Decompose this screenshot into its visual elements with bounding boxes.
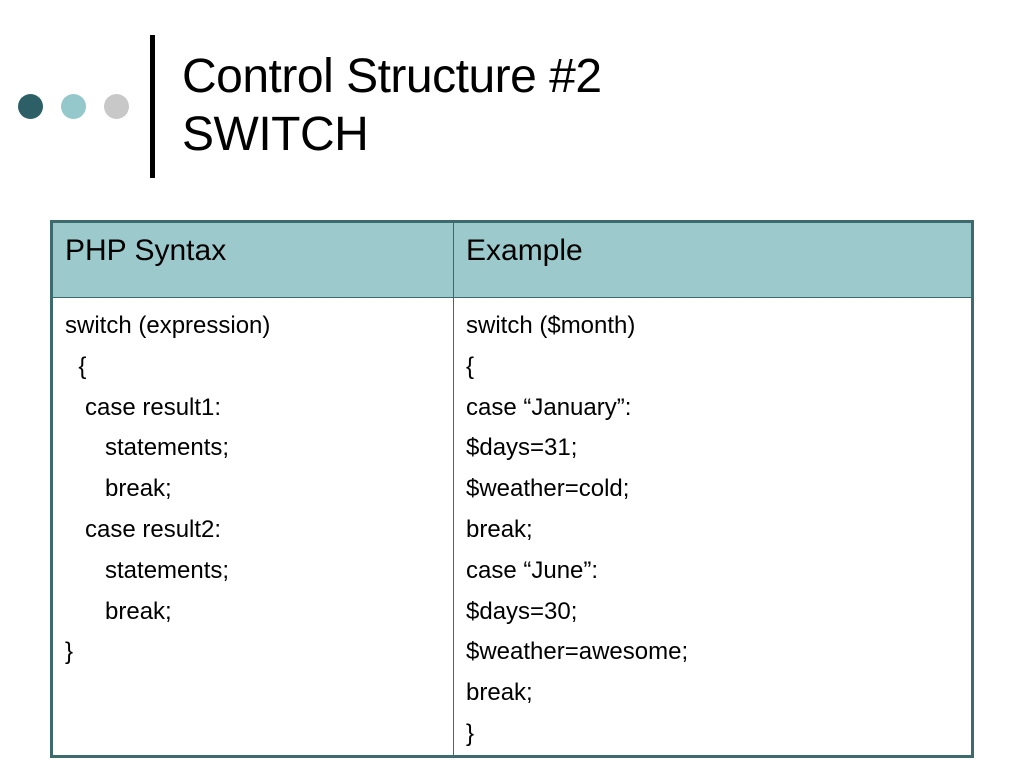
dark-teal-dot-icon — [18, 94, 43, 119]
syntax-line: { — [65, 352, 87, 380]
syntax-line: break; — [65, 597, 172, 625]
example-line: $days=31; — [466, 434, 578, 462]
table-row: switch (expression) { case result1: stat… — [51, 297, 973, 757]
syntax-cell: switch (expression) { case result1: stat… — [51, 297, 454, 757]
example-line: switch ($month) — [466, 312, 636, 339]
decorative-dots — [0, 0, 150, 200]
example-line: $weather=cold; — [466, 475, 630, 503]
syntax-line: break; — [65, 475, 172, 503]
example-line: { — [466, 352, 475, 380]
syntax-line: } — [65, 638, 74, 666]
example-line: $weather=awesome; — [466, 638, 689, 666]
syntax-line: case result1: — [65, 393, 222, 421]
syntax-line: case result2: — [65, 515, 222, 543]
example-line: $days=30; — [466, 597, 578, 625]
example-line: break; — [466, 679, 533, 707]
title-divider — [150, 35, 155, 178]
slide-title-line-1: Control Structure #2 — [182, 50, 602, 103]
slide-title: Control Structure #2 SWITCH — [182, 48, 602, 164]
slide-title-line-2: SWITCH — [182, 108, 369, 161]
syntax-line: statements; — [65, 556, 230, 584]
syntax-example-table: PHP Syntax Example switch (expression) {… — [50, 220, 974, 758]
gray-dot-icon — [104, 94, 129, 119]
example-line: } — [466, 719, 475, 747]
syntax-line: statements; — [65, 434, 230, 462]
table-header-row: PHP Syntax Example — [51, 221, 973, 298]
example-line: case “January”: — [466, 393, 632, 421]
header-php-syntax: PHP Syntax — [51, 221, 454, 298]
light-teal-dot-icon — [61, 94, 86, 119]
example-line: break; — [466, 515, 533, 543]
syntax-line: switch (expression) — [65, 312, 271, 339]
header-example: Example — [453, 221, 973, 298]
example-cell: switch ($month) { case “January”: $days=… — [453, 297, 973, 757]
example-line: case “June”: — [466, 556, 599, 584]
